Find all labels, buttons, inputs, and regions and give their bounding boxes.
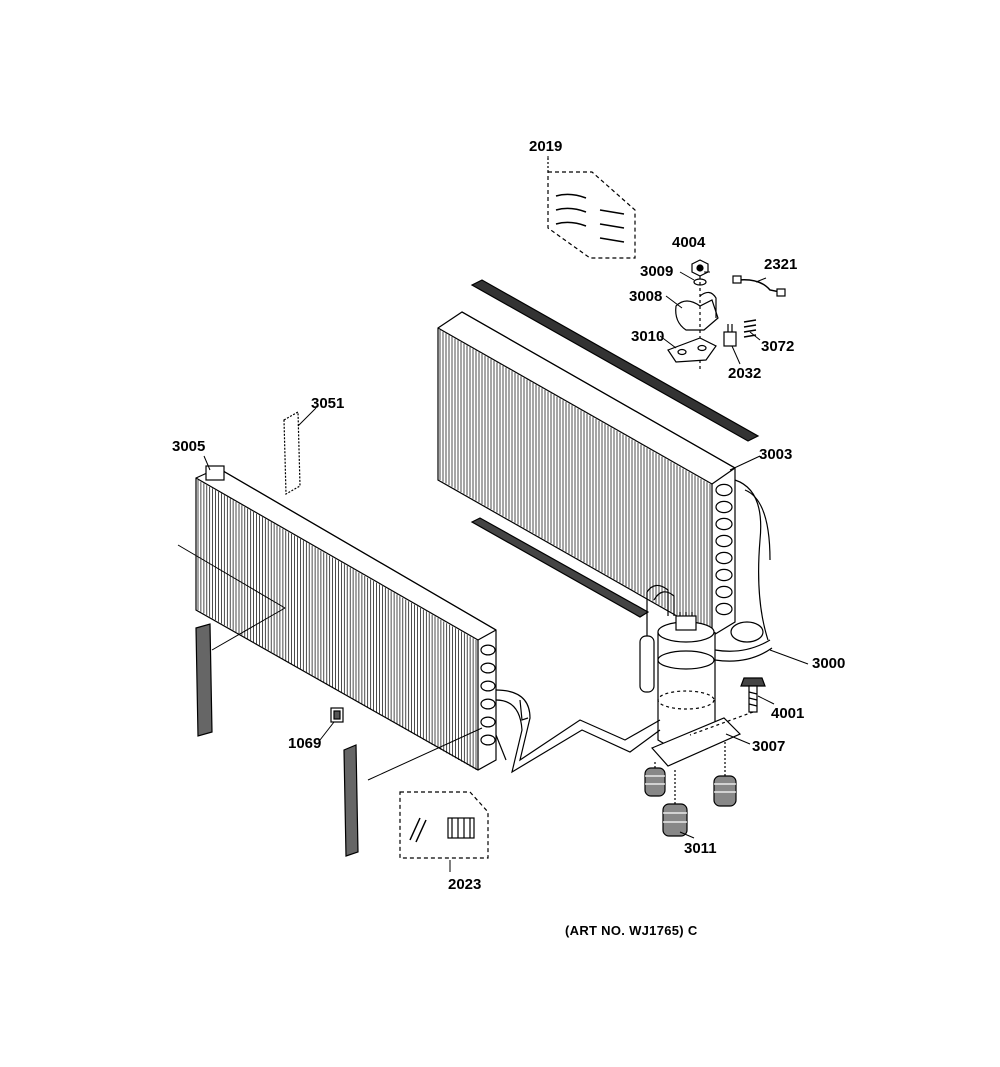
tube-bend (715, 602, 733, 616)
lower-seal-strip (470, 517, 650, 618)
callout-4004: 4004 (672, 234, 706, 251)
front-evaporator-coil (195, 465, 497, 771)
grommet-mounts (644, 740, 737, 837)
callout-3007: 3007 (752, 738, 786, 755)
callout-3009: 3009 (640, 263, 674, 280)
callout-3003: 3003 (759, 446, 793, 463)
callout-2321: 2321 (764, 256, 798, 273)
strip-3051 (283, 410, 301, 496)
clip-1069 (330, 707, 344, 723)
callout-2019: 2019 (529, 138, 563, 155)
wire-kit-2023 (399, 791, 489, 859)
callout-2023: 2023 (448, 876, 482, 893)
tube-bend (715, 568, 733, 582)
callout-1069: 1069 (288, 735, 322, 752)
side-pad-left (195, 623, 213, 737)
tube-bend (480, 644, 496, 656)
spring-3072 (743, 319, 757, 338)
wire-kit-2019 (547, 156, 636, 259)
top-seal-strip (470, 279, 760, 442)
tube-bend (480, 716, 496, 728)
tube-bend (480, 734, 496, 746)
plug-2032 (723, 324, 737, 347)
tube-bend (715, 534, 733, 548)
tube-bend (715, 551, 733, 565)
tube-bend (480, 680, 496, 692)
callout-3072: 3072 (761, 338, 795, 355)
side-pad-lower (343, 744, 359, 857)
tube-bend (480, 662, 496, 674)
gasket-3010 (667, 337, 717, 363)
tube-bend (480, 698, 496, 710)
leader-lines (177, 156, 809, 872)
compressor (639, 584, 742, 767)
tube-bend (715, 585, 733, 599)
callout-3010: 3010 (631, 328, 665, 345)
bolt-4001 (689, 677, 766, 736)
callout-3051: 3051 (311, 395, 345, 412)
tube-bend (715, 500, 733, 514)
callout-3008: 3008 (629, 288, 663, 305)
callout-3011: 3011 (684, 840, 717, 857)
rear-condenser-coil (437, 311, 771, 641)
tube-bend (715, 517, 733, 531)
callout-2032: 2032 (728, 365, 762, 382)
callout-3005: 3005 (172, 438, 206, 455)
refrigerant-tubing (495, 621, 773, 774)
tube-bend (715, 483, 733, 497)
callout-4001: 4001 (771, 705, 805, 722)
harness-2321 (732, 275, 786, 297)
callout-3000: 3000 (812, 655, 846, 672)
art-number: (ART NO. WJ1765) C (565, 923, 698, 938)
nut-4004 (691, 259, 709, 277)
